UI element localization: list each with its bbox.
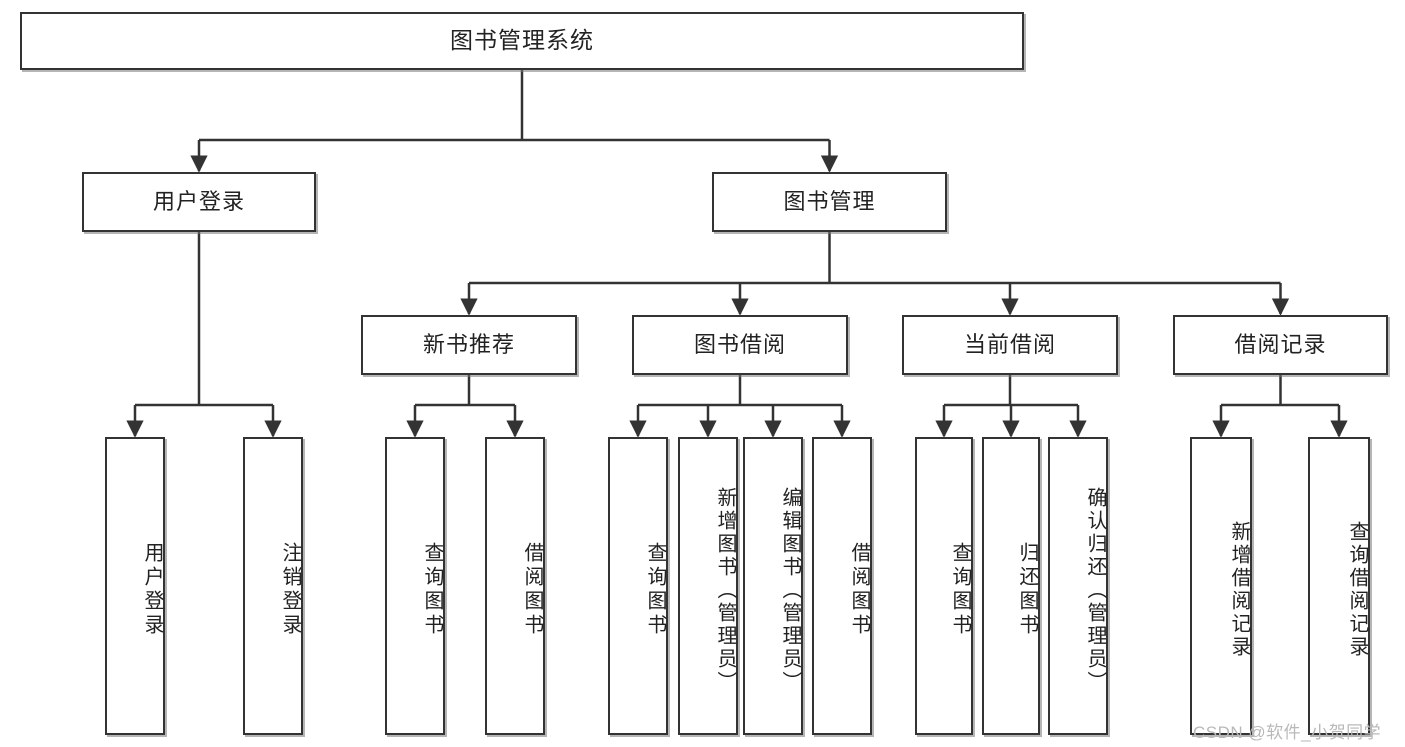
node-borrow_record[interactable]: 借阅记录 [1173, 315, 1388, 375]
leaf-leaf_borrow_book_1[interactable]: 借阅图书 [485, 437, 545, 735]
leaf-leaf_return_book-label: 归还图书 [1016, 542, 1038, 638]
leaf-leaf_edit_book-label: 编辑图书（管理员） [779, 486, 801, 694]
leaf-leaf_user_login-label: 用户登录 [141, 542, 163, 638]
leaf-leaf_add_book-label: 新增图书（管理员） [714, 486, 736, 694]
leaf-leaf_query_book_1-label: 查询图书 [421, 542, 443, 638]
leaf-leaf_query_record-label: 查询借阅记录 [1346, 521, 1368, 659]
leaf-leaf_add_record-label: 新增借阅记录 [1228, 521, 1250, 659]
node-current_borrow-label: 当前借阅 [963, 331, 1056, 357]
leaf-leaf_add_book[interactable]: 新增图书（管理员） [678, 437, 738, 735]
node-book_manage-label: 图书管理 [783, 188, 876, 214]
node-new_book[interactable]: 新书推荐 [361, 315, 577, 375]
leaf-leaf_query_book_2-label: 查询图书 [644, 542, 666, 638]
leaf-leaf_logout-label: 注销登录 [279, 542, 301, 638]
node-user_login[interactable]: 用户登录 [82, 172, 316, 232]
leaf-leaf_user_login[interactable]: 用户登录 [105, 437, 165, 735]
node-borrow-label: 图书借阅 [693, 331, 786, 357]
leaf-leaf_borrow_book_1-label: 借阅图书 [521, 542, 543, 638]
node-new_book-label: 新书推荐 [422, 331, 515, 357]
leaf-leaf_borrow_book_2[interactable]: 借阅图书 [812, 437, 872, 735]
leaf-leaf_query_book_3[interactable]: 查询图书 [915, 437, 973, 735]
node-root[interactable]: 图书管理系统 [20, 12, 1024, 70]
node-book_manage[interactable]: 图书管理 [712, 172, 947, 232]
leaf-leaf_query_book_2[interactable]: 查询图书 [608, 437, 668, 735]
leaf-leaf_confirm_return-label: 确认归还（管理员） [1084, 486, 1106, 694]
leaf-leaf_logout[interactable]: 注销登录 [243, 437, 303, 735]
leaf-leaf_edit_book[interactable]: 编辑图书（管理员） [743, 437, 803, 735]
node-current_borrow[interactable]: 当前借阅 [902, 315, 1118, 375]
leaf-leaf_borrow_book_2-label: 借阅图书 [848, 542, 870, 638]
leaf-leaf_query_book_1[interactable]: 查询图书 [385, 437, 445, 735]
node-root-label: 图书管理系统 [450, 27, 594, 54]
node-borrow_record-label: 借阅记录 [1234, 331, 1327, 357]
leaf-leaf_return_book[interactable]: 归还图书 [982, 437, 1040, 735]
node-borrow[interactable]: 图书借阅 [632, 315, 848, 375]
node-user_login-label: 用户登录 [152, 188, 245, 214]
leaf-leaf_query_record[interactable]: 查询借阅记录 [1308, 437, 1370, 735]
leaf-leaf_query_book_3-label: 查询图书 [949, 542, 971, 638]
leaf-leaf_confirm_return[interactable]: 确认归还（管理员） [1048, 437, 1108, 735]
csdn-watermark: CSDN @软件_小贺同学 [1193, 723, 1382, 742]
leaf-leaf_add_record[interactable]: 新增借阅记录 [1190, 437, 1252, 735]
